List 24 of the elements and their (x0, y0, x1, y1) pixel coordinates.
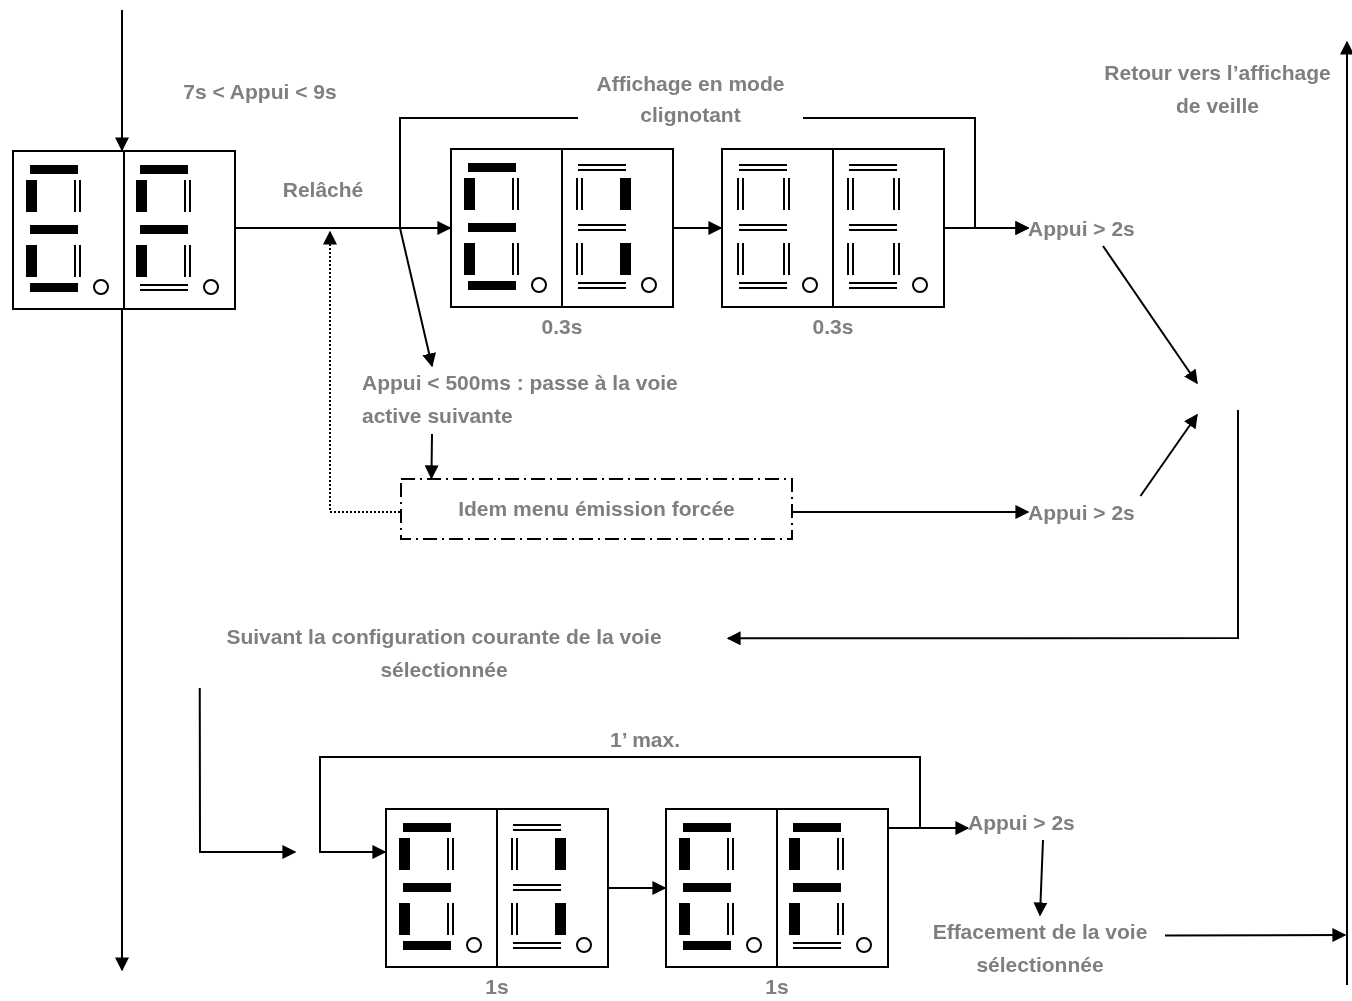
dotted-arrow (323, 230, 401, 514)
arrow (1033, 839, 1048, 917)
arrow (424, 433, 439, 480)
arrow (115, 9, 129, 152)
arrow (792, 505, 1030, 519)
step-text: Appui > 2s (1028, 216, 1136, 242)
arrow (1164, 928, 1347, 943)
arrow (726, 409, 1239, 646)
arrow (608, 881, 667, 895)
process-box (400, 478, 793, 540)
arrow (1102, 245, 1198, 385)
step-text: Appui > 2s (1028, 500, 1136, 526)
arrow (235, 221, 452, 235)
arrow (1139, 413, 1198, 497)
arrow (115, 309, 129, 972)
arrow (399, 227, 436, 368)
step-text: Effacement de la voie sélectionnée (931, 919, 1149, 978)
arrow (673, 221, 723, 235)
step-text: Appui > 2s (968, 810, 1076, 836)
step-text: Appui < 500ms : passe à la voie active suivante (362, 370, 679, 429)
arrow (198, 687, 297, 859)
arrow (319, 756, 921, 859)
step-text: Suivant la configuration courante de la voie sélectionnée (225, 624, 663, 683)
box-text: Idem menu émission forcée (457, 496, 736, 522)
